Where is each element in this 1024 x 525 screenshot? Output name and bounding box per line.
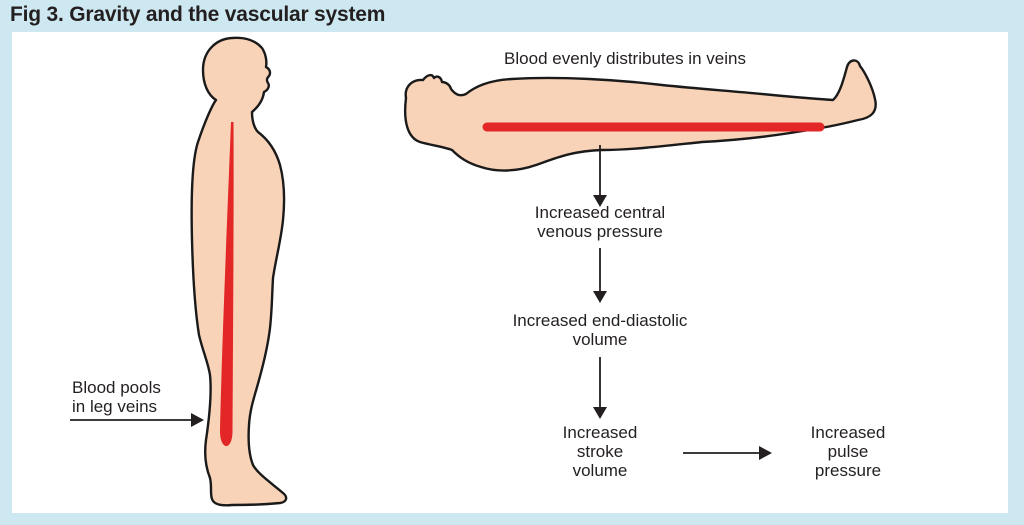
flow-step-central-venous-pressure: Increased central venous pressure <box>535 203 665 241</box>
lying-body-shape <box>404 59 877 172</box>
flow-step-line: Increased <box>562 423 638 442</box>
flow-step-line: venous pressure <box>537 222 663 241</box>
flow-step-end-diastolic-volume: Increased end-diastolic volume <box>513 311 688 349</box>
label-blood-pools-line1: Blood pools <box>72 378 161 397</box>
flow-step-pulse-pressure: Increased pulse pressure <box>811 423 886 480</box>
arrow-down-3-head <box>593 407 607 419</box>
label-blood-pools-line2: in leg veins <box>72 397 158 416</box>
flow-step-line: Increased end-diastolic <box>512 311 688 330</box>
standing-vein-shape <box>219 122 234 447</box>
arrow-right-1-head <box>759 446 772 460</box>
figure-title: Fig 3. Gravity and the vascular system <box>10 3 386 26</box>
flow-step-line: volume <box>572 330 628 349</box>
arrow-blood-pools-head <box>191 413 204 427</box>
standing-body-shape <box>190 36 288 507</box>
flow-step-stroke-volume: Increased stroke volume <box>563 423 638 480</box>
flow-step-line: pressure <box>814 461 882 480</box>
flow-step-line: pulse <box>827 442 869 461</box>
label-blood-pools: Blood pools in leg veins <box>72 378 161 416</box>
arrow-down-1-head <box>593 195 607 207</box>
flow-step-line: volume <box>572 461 628 480</box>
arrow-down-2-head <box>593 291 607 303</box>
flow-step-line: stroke <box>576 442 624 461</box>
flow-step-line: Increased <box>810 423 886 442</box>
label-blood-evenly-distributes: Blood evenly distributes in veins <box>504 49 746 68</box>
flow-step-line: Increased central <box>534 203 666 222</box>
